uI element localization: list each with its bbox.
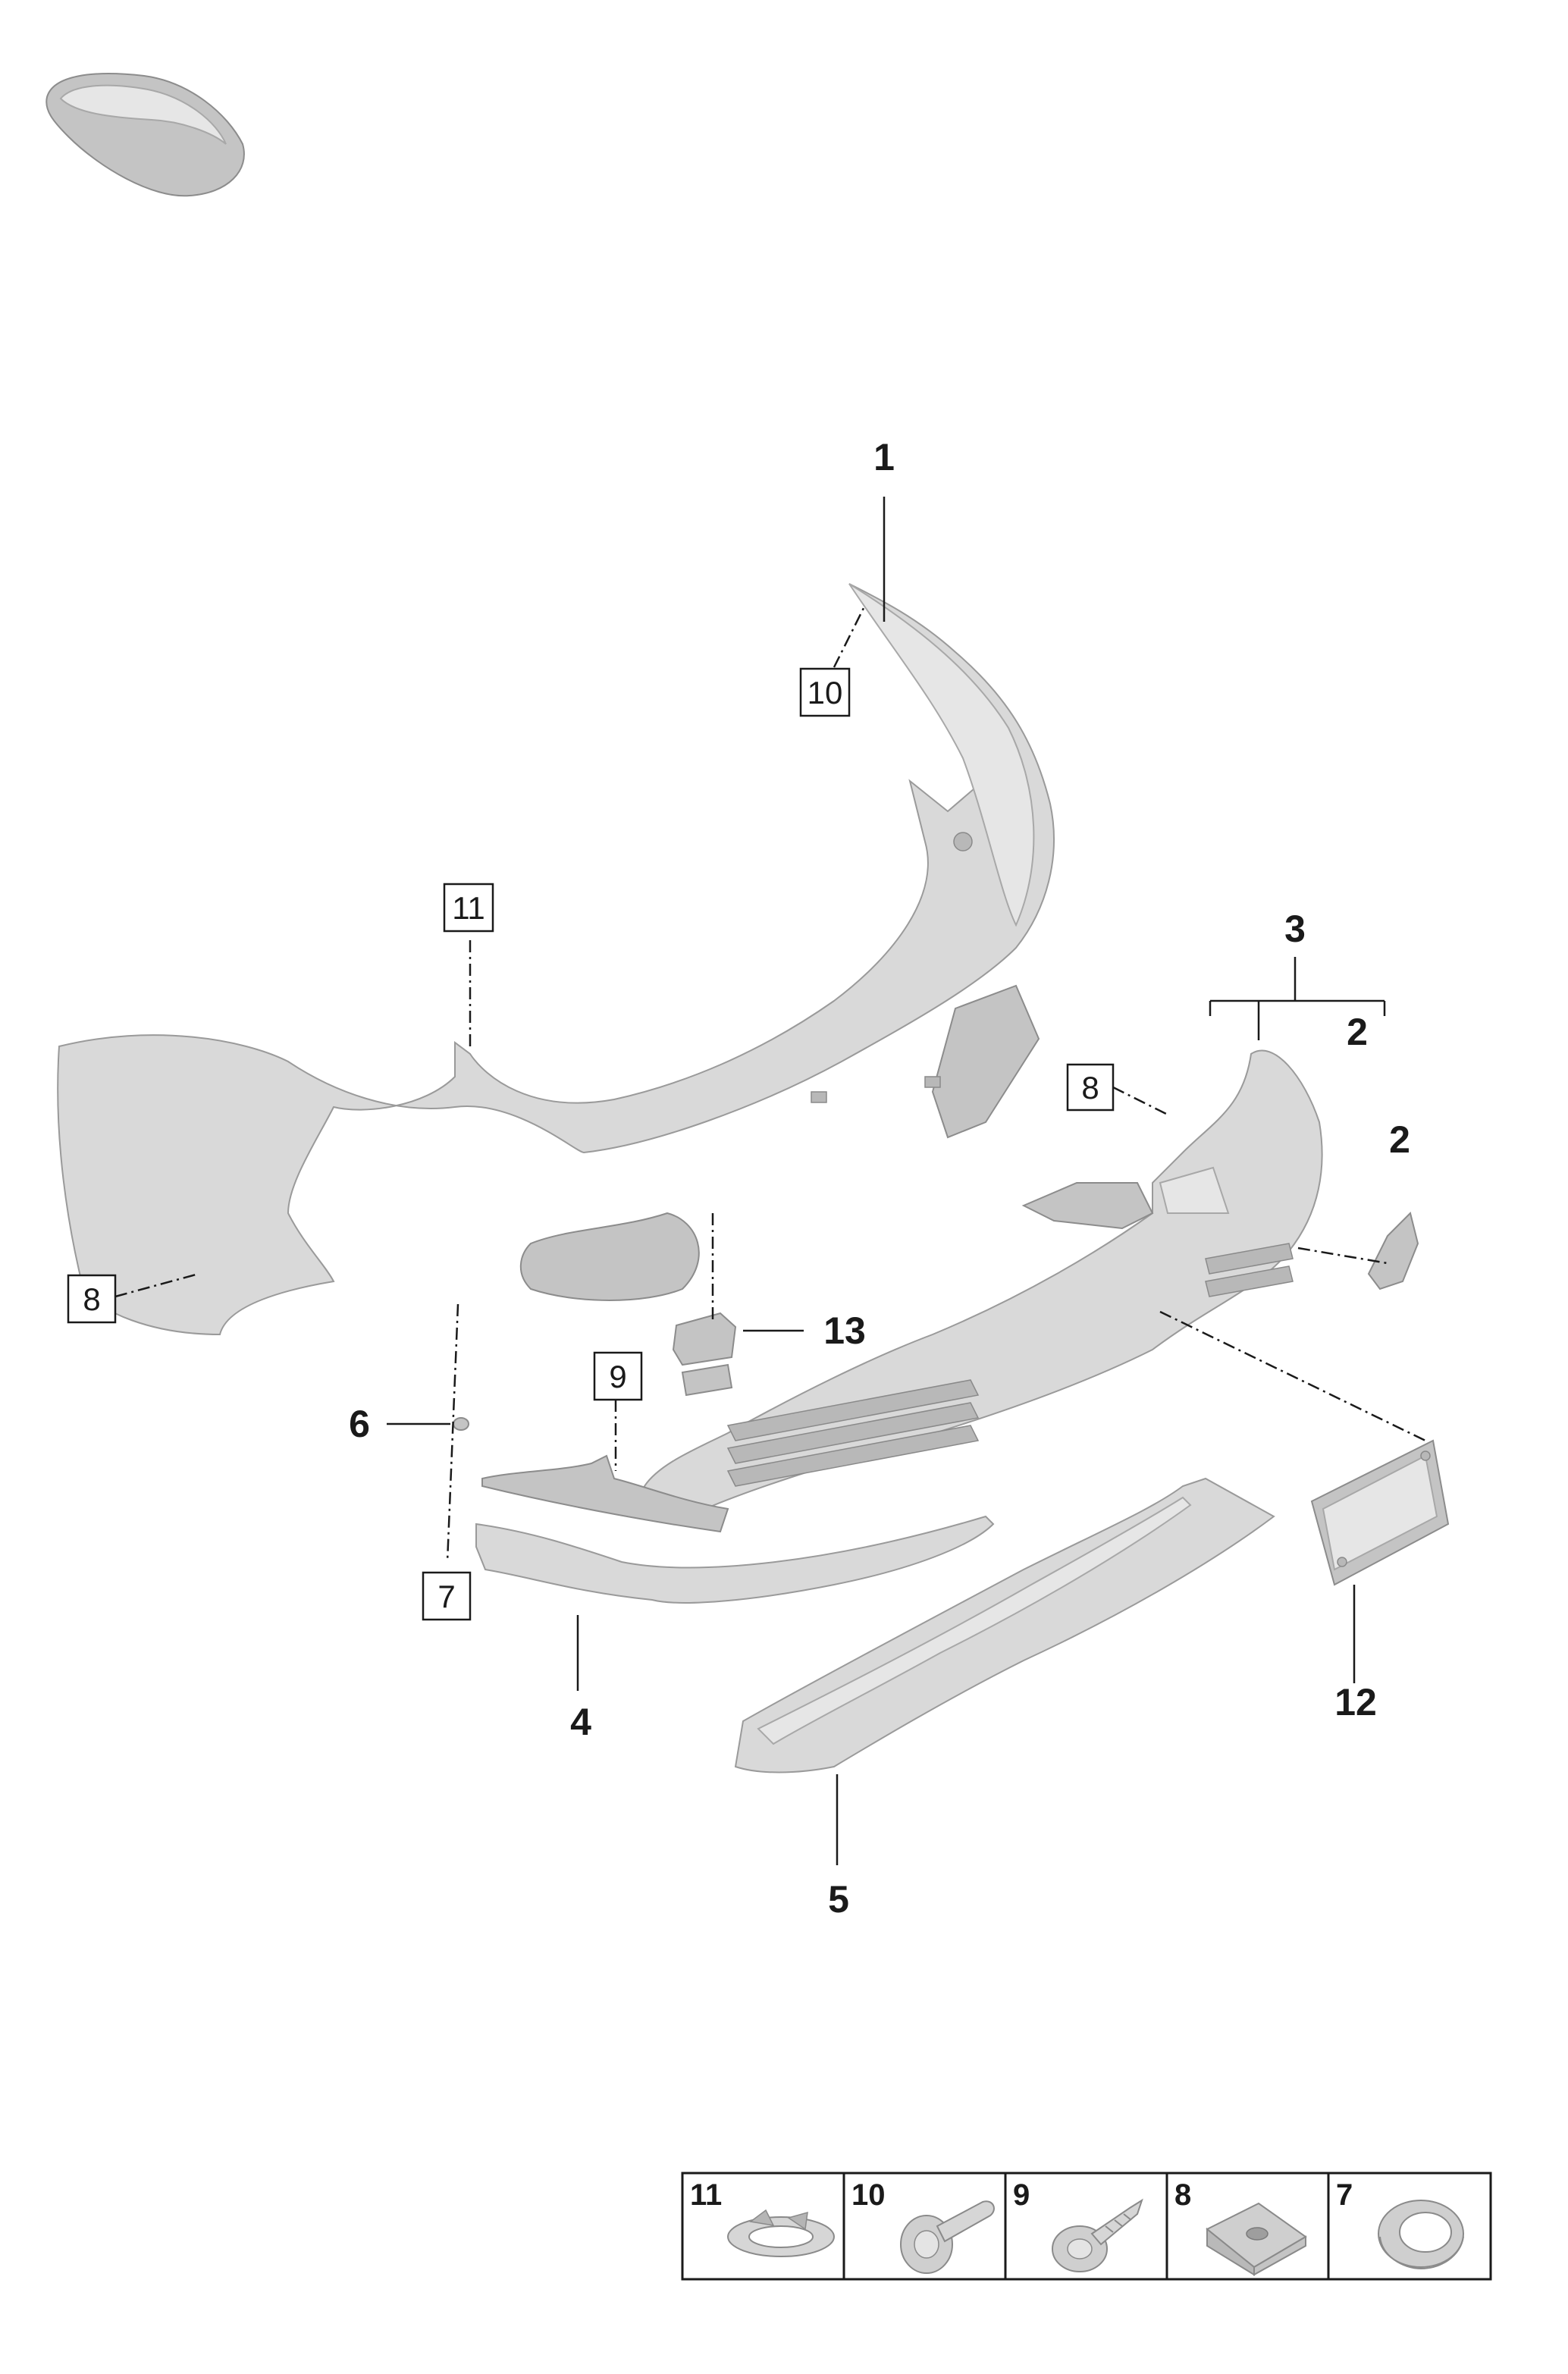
clip-ring-icon <box>727 2209 835 2257</box>
rear-bumper-cover <box>57 583 1055 1336</box>
box-callout-8-left: 8 <box>67 1274 117 1324</box>
callout-5: 5 <box>828 1878 849 1921</box>
svg-text:7: 7 <box>1336 2178 1353 2212</box>
diffuser-assembly <box>643 1049 1323 1521</box>
callout-6: 6 <box>349 1403 370 1445</box>
boxed-callouts: 10 11 8 8 9 7 <box>67 667 1115 1621</box>
box-callout-9: 9 <box>593 1351 643 1401</box>
svg-text:11: 11 <box>690 2178 722 2212</box>
callout-12: 12 <box>1334 1681 1377 1723</box>
underbody-panel <box>734 1477 1275 1773</box>
svg-text:7: 7 <box>437 1579 455 1614</box>
callout-4: 4 <box>570 1701 591 1743</box>
lower-trim-strip <box>481 1454 729 1533</box>
sensor-bracket <box>672 1312 737 1397</box>
svg-text:10: 10 <box>808 675 843 710</box>
box-callout-11: 11 <box>443 883 494 933</box>
legend-cell-9: 9 <box>1013 2178 1143 2272</box>
svg-text:8: 8 <box>1081 1070 1099 1105</box>
spoiler-lip <box>475 1515 995 1604</box>
svg-text:9: 9 <box>1013 2178 1030 2212</box>
box-callout-10: 10 <box>799 667 851 717</box>
svg-text:8: 8 <box>1174 2178 1191 2212</box>
svg-text:11: 11 <box>452 890 485 926</box>
speed-nut-icon <box>1206 2202 1307 2276</box>
legend-cell-11: 11 <box>690 2178 835 2257</box>
svg-text:10: 10 <box>851 2178 886 2212</box>
box-callout-7: 7 <box>422 1571 472 1621</box>
expansion-rivet-icon <box>900 2200 995 2274</box>
leader-lines <box>114 497 1426 1865</box>
svg-text:9: 9 <box>609 1359 626 1394</box>
fastener-legend: 11 10 9 <box>681 2172 1492 2281</box>
callout-2-upper: 2 <box>1347 1011 1368 1053</box>
callout-13: 13 <box>823 1309 866 1352</box>
svg-text:8: 8 <box>83 1281 100 1317</box>
box-callout-8-right: 8 <box>1066 1063 1115 1112</box>
legend-cell-10: 10 <box>851 2178 995 2274</box>
plastic-screw-icon <box>1052 2198 1143 2272</box>
grommet-icon <box>1378 2200 1464 2270</box>
license-plate-bracket <box>1310 1439 1450 1586</box>
callout-3: 3 <box>1284 908 1306 950</box>
callout-1: 1 <box>873 436 895 478</box>
vehicle-thumbnail-icon <box>45 73 245 197</box>
plug-part <box>453 1417 469 1431</box>
side-trim-piece <box>1367 1212 1419 1290</box>
callout-2-lower: 2 <box>1389 1118 1410 1161</box>
legend-cell-8: 8 <box>1174 2178 1307 2276</box>
callout-numbers: 1 3 2 2 13 6 4 5 12 <box>349 436 1410 1921</box>
legend-cell-7: 7 <box>1336 2178 1464 2270</box>
diffuser-grille <box>726 1243 1294 1487</box>
